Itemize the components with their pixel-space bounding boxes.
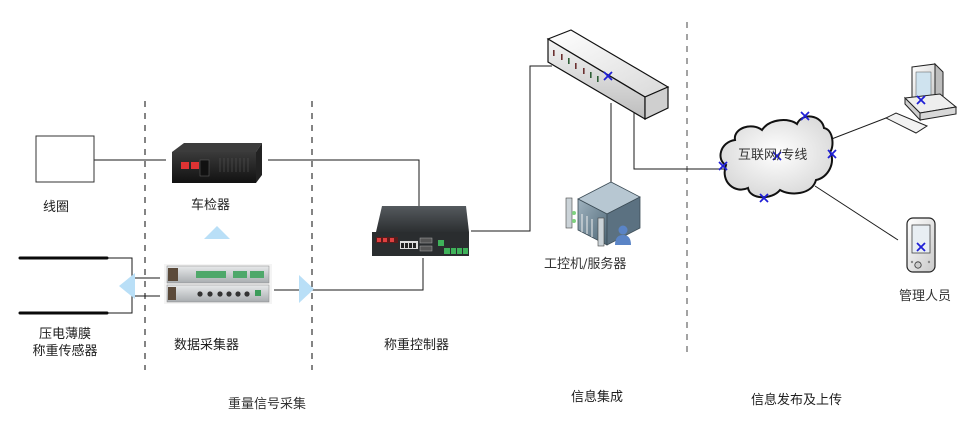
weighing-controller-device[interactable] <box>372 206 469 256</box>
data-collector-label: 数据采集器 <box>174 338 240 353</box>
manager-label: 管理人员 <box>899 289 952 304</box>
piezo-sensor-label-line1: 压电薄膜 <box>38 327 91 342</box>
network-switch-device[interactable] <box>546 29 670 121</box>
line-sensor-to-collector-top <box>107 257 160 279</box>
piezo-sensor-bars <box>18 256 109 315</box>
user-icon <box>618 225 628 235</box>
manager-phone-device[interactable] <box>906 217 936 273</box>
line-switch-to-internet <box>633 110 724 170</box>
coil-label: 线圈 <box>43 200 70 215</box>
internet-label: 互联网/专线 <box>738 148 808 163</box>
line-collector-to-controller <box>274 258 424 291</box>
arrow-right-icon <box>299 275 314 303</box>
weighing-controller-label: 称重控制器 <box>384 338 450 353</box>
marker-x-icon <box>800 111 810 121</box>
marker-x-icon <box>718 161 728 171</box>
marker-x-icon <box>916 95 926 105</box>
section-label-info-publish: 信息发布及上传 <box>751 393 843 408</box>
line-internet-to-workstation <box>828 117 887 141</box>
section-label-signal-collection: 重量信号采集 <box>228 397 307 412</box>
connection-markers <box>603 71 926 252</box>
line-detector-to-controller <box>268 159 420 206</box>
ipc-server-device[interactable] <box>565 181 641 247</box>
marker-x-icon <box>772 151 782 161</box>
workstation-device[interactable] <box>884 62 958 134</box>
data-collector-device[interactable] <box>164 264 272 304</box>
marker-x-icon <box>603 71 613 81</box>
coil-box[interactable] <box>35 135 95 183</box>
marker-x-icon <box>916 242 926 252</box>
section-label-info-integration: 信息集成 <box>571 390 624 405</box>
section-dividers <box>144 22 688 370</box>
line-controller-to-switch <box>471 65 552 232</box>
vehicle-detector-device[interactable] <box>172 143 262 183</box>
marker-x-icon <box>827 149 837 159</box>
connection-lines <box>94 65 899 314</box>
ipc-server-label: 工控机/服务器 <box>544 257 627 272</box>
line-internet-to-manager <box>814 185 899 241</box>
vehicle-detector-label: 车检器 <box>191 198 231 213</box>
piezo-sensor-label: 压电薄膜 称重传感器 <box>22 326 108 360</box>
line-sensor-to-collector-bottom <box>107 295 160 314</box>
keyboard-icon <box>884 112 929 134</box>
arrow-left-icon <box>119 273 135 299</box>
arrow-up-icon <box>204 226 230 239</box>
marker-x-icon <box>759 193 769 203</box>
piezo-sensor-label-line2: 称重传感器 <box>32 344 98 359</box>
